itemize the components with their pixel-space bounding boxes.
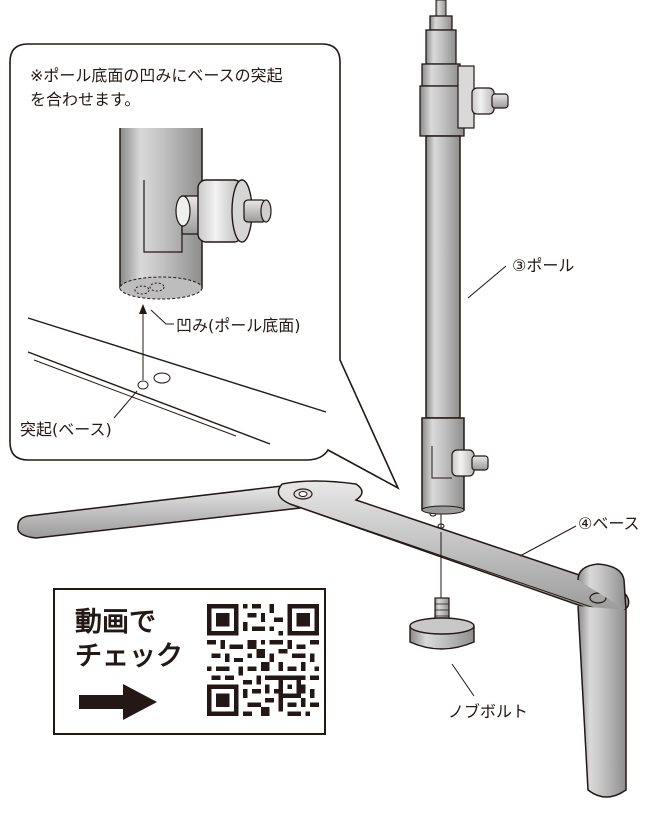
base-label: ④ベース: [578, 514, 640, 533]
knob-bolt-label: ノブボルト: [448, 702, 529, 721]
hollow-label: 凹み(ポール底面): [176, 316, 301, 335]
pole-detail-illustration: [119, 128, 272, 300]
video-check-text: 動画で チェック: [75, 606, 183, 674]
video-check-line-2: チェック: [75, 641, 183, 672]
detail-callout: [9, 43, 400, 490]
pole-label: ③ポール: [512, 256, 575, 275]
note-line-1: ※ポール底面の凹みにベースの突起: [30, 66, 283, 85]
knob-bolt-illustration: [409, 532, 475, 650]
qr-code-icon[interactable]: [207, 604, 319, 716]
assembly-note: ※ポール底面の凹みにベースの突起 を合わせます。: [30, 64, 330, 112]
video-check-box[interactable]: 動画で チェック: [53, 588, 326, 735]
video-check-line-1: 動画で: [75, 607, 156, 638]
base-illustration: [17, 480, 630, 798]
base-detail-illustration: [27, 317, 327, 445]
protrusion-label: 突起(ベース): [20, 420, 112, 439]
right-arrow-icon: [79, 684, 157, 720]
note-line-2: を合わせます。: [30, 90, 141, 109]
pole-illustration: [419, 0, 509, 528]
